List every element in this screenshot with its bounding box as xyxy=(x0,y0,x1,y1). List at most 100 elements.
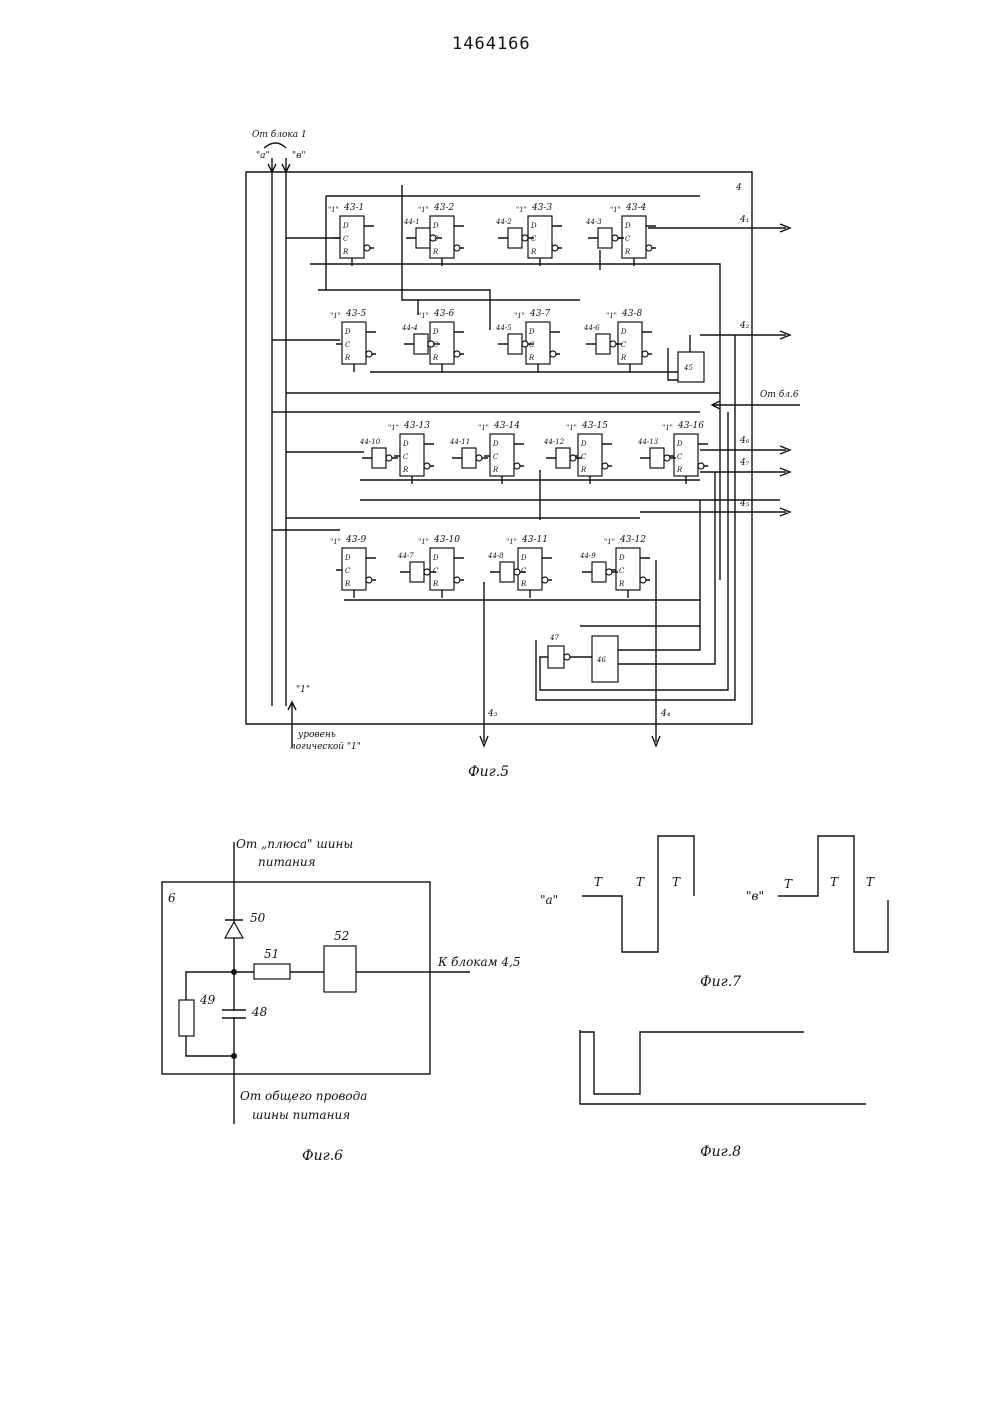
period-label: T xyxy=(594,875,603,889)
inverted-output-bubble xyxy=(602,463,608,469)
pin-d: D xyxy=(528,328,535,336)
logic-level-line2: логической "1" xyxy=(290,742,361,752)
inverter-bubble xyxy=(570,455,576,461)
inverter-body xyxy=(508,228,522,248)
trigger-one-label: "1" xyxy=(662,424,673,432)
element-52-label: 52 xyxy=(334,929,349,943)
pin-d: D xyxy=(580,440,587,448)
trigger-43-14: 43-14"1"DCR xyxy=(478,421,524,484)
inverted-output-bubble xyxy=(364,245,370,251)
pin-d: D xyxy=(530,222,537,230)
pin-d: D xyxy=(342,222,349,230)
fig6-top-line1: От „плюса" шины xyxy=(236,837,353,851)
inverter-bubble xyxy=(386,455,392,461)
trigger-one-label: "1" xyxy=(418,312,429,320)
pin-c: C xyxy=(345,341,351,349)
fig6-caption: Фиг.6 xyxy=(302,1148,343,1164)
fig5-caption: Фиг.5 xyxy=(468,764,509,780)
trigger-id-label: 43-2 xyxy=(433,203,454,213)
trigger-one-label: "1" xyxy=(610,206,621,214)
inverter-bubble xyxy=(522,341,528,347)
out-4-2: 4₂ xyxy=(739,321,750,331)
inverter-body xyxy=(414,334,428,354)
block6-number: 6 xyxy=(168,891,176,905)
inverter-body xyxy=(592,562,606,582)
pin-c: C xyxy=(493,453,499,461)
pin-d: D xyxy=(492,440,499,448)
trigger-id-label: 43-5 xyxy=(345,309,366,319)
trigger-id-label: 43-15 xyxy=(581,421,608,431)
pin-d: D xyxy=(620,328,627,336)
trigger-id-label: 43-8 xyxy=(621,309,642,319)
pin-r: R xyxy=(580,466,587,474)
inverter-47-label: 47 xyxy=(549,634,559,642)
pin-r: R xyxy=(344,354,351,362)
fig7-caption: Фиг.7 xyxy=(700,974,741,990)
pin-d: D xyxy=(402,440,409,448)
inverter-label: 44-10 xyxy=(359,438,381,446)
inverter-bubble xyxy=(664,455,670,461)
fig6-bottom-line2: шины питания xyxy=(252,1108,350,1122)
period-label: T xyxy=(866,875,875,889)
fig8-caption: Фиг.8 xyxy=(700,1144,741,1160)
inverter-body xyxy=(500,562,514,582)
signal-b-label: "в" xyxy=(746,889,764,903)
inverter-body xyxy=(462,448,476,468)
trigger-id-label: 43-11 xyxy=(521,535,548,545)
inverted-output-bubble xyxy=(366,351,372,357)
trigger-id-label: 43-6 xyxy=(433,309,454,319)
fig7-timing: "а" "в" T T T T T T Фиг.7 xyxy=(540,836,888,990)
fig5-circuit: 4 От блока 1 "а" "в" 4₁ 4₂ 4₆ 4₇ 4₅ От б… xyxy=(246,129,800,780)
pin-d: D xyxy=(520,554,527,562)
clock-buses xyxy=(272,238,720,530)
inverter-body xyxy=(416,228,430,248)
pin-d: D xyxy=(432,222,439,230)
trigger-one-label: "1" xyxy=(506,538,517,546)
inverter-label: 44-4 xyxy=(401,324,418,332)
inverted-output-bubble xyxy=(366,577,372,583)
inverter-bubble xyxy=(606,569,612,575)
inverter-bubble xyxy=(424,569,430,575)
pin-d: D xyxy=(624,222,631,230)
pin-r: R xyxy=(402,466,409,474)
inverter-label: 44-1 xyxy=(403,218,420,226)
diode-50 xyxy=(225,922,243,938)
inverter-body xyxy=(598,228,612,248)
trigger-id-label: 43-7 xyxy=(529,309,550,319)
trigger-one-label: "1" xyxy=(606,312,617,320)
trigger-one-label: "1" xyxy=(330,312,341,320)
pin-r: R xyxy=(620,354,627,362)
period-label: T xyxy=(784,877,793,891)
waveform-a xyxy=(582,836,694,952)
inverter-label: 44-3 xyxy=(585,218,602,226)
inverter-label: 44-13 xyxy=(637,438,659,446)
trigger-one-label: "1" xyxy=(330,538,341,546)
inverter-label: 44-12 xyxy=(543,438,565,446)
trigger-id-label: 43-3 xyxy=(531,203,552,213)
pin-r: R xyxy=(344,580,351,588)
inverter-47-bubble xyxy=(564,654,570,660)
inverter-44-6: 44-6 xyxy=(583,324,622,354)
trigger-43-9: 43-9"1"DCR xyxy=(330,535,376,598)
out-4-4: 4₄ xyxy=(660,709,671,719)
period-label: T xyxy=(830,875,839,889)
trigger-43-16: 43-16"1"DCR xyxy=(662,421,708,484)
pin-c: C xyxy=(581,453,587,461)
pin-r: R xyxy=(342,248,349,256)
inverter-44-10: 44-10 xyxy=(359,438,398,468)
trigger-43-15: 43-15"1"DCR xyxy=(566,421,612,484)
trigger-43-13: 43-13"1"DCR xyxy=(388,421,434,484)
trigger-one-label: "1" xyxy=(328,206,339,214)
out-4-6: 4₆ xyxy=(739,436,750,446)
trigger-43-1: 43-1"1"DCR xyxy=(328,203,374,266)
gate-46-label: 46 xyxy=(596,656,606,664)
pin-r: R xyxy=(432,354,439,362)
pin-c: C xyxy=(433,567,439,575)
trigger-43-12: 43-12"1"DCR xyxy=(604,535,650,598)
pin-c: C xyxy=(345,567,351,575)
pin-r: R xyxy=(624,248,631,256)
fig5-input-a: "а" xyxy=(256,151,270,161)
pin-d: D xyxy=(432,554,439,562)
pin-c: C xyxy=(529,341,535,349)
